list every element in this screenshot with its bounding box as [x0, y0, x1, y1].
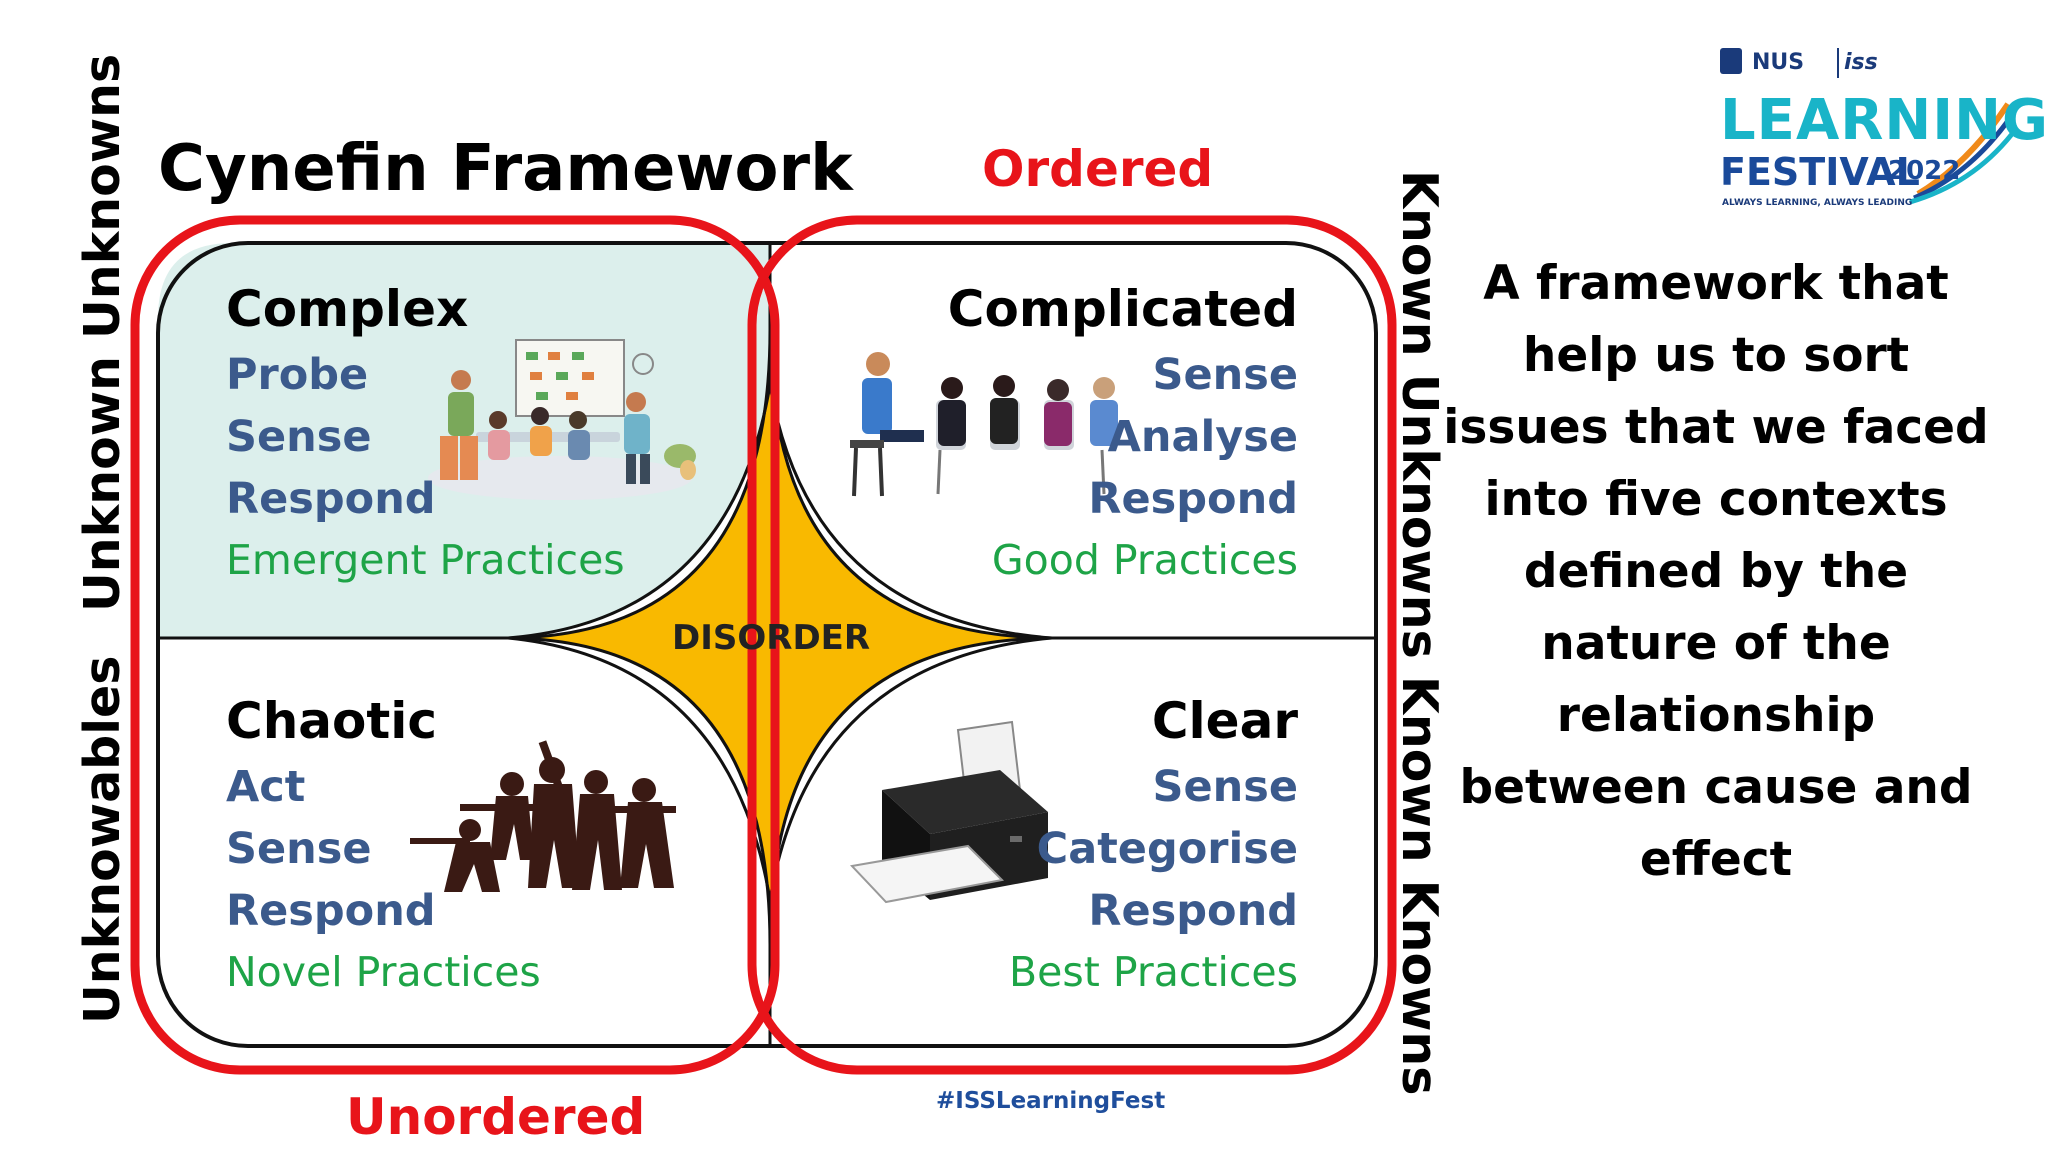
unordered-outline: [130, 215, 780, 1075]
chaotic-practice: Novel Practices: [226, 948, 541, 996]
clear-title: Clear: [1151, 692, 1298, 750]
logo-nus: NUS: [1752, 50, 1805, 75]
complex-title: Complex: [226, 280, 469, 338]
complicated-arc: [768, 384, 1053, 640]
clear-step-3: Respond: [1088, 886, 1298, 936]
unknown-unknowns-label: Unknown Unknowns: [74, 53, 131, 612]
complex-step-2: Sense: [226, 412, 372, 462]
complicated-step-2: Analyse: [1107, 412, 1298, 462]
logo-festival: FESTIVAL: [1720, 150, 1920, 194]
chaotic-step-1: Act: [226, 762, 306, 812]
unordered-label: Unordered: [346, 1088, 646, 1146]
clear-arc: [768, 636, 1053, 901]
framework-description: A framework that help us to sort issues …: [1443, 256, 1989, 887]
consultation-illustration: [850, 352, 1118, 497]
clear-step-2: Categorise: [1036, 824, 1298, 874]
complicated-step-3: Respond: [1088, 474, 1298, 524]
soldiers-silhouette-illustration: [410, 740, 676, 892]
learning-festival-logo: [1718, 44, 2014, 214]
complicated-practice: Good Practices: [991, 536, 1298, 584]
ordered-label: Ordered: [982, 140, 1214, 198]
logo-iss: iss: [1844, 50, 1878, 75]
ordered-outline: [747, 215, 1397, 1075]
complicated-title: Complicated: [947, 280, 1298, 338]
complex-step-3: Respond: [226, 474, 436, 524]
logo-tagline: ALWAYS LEARNING, ALWAYS LEADING: [1722, 198, 1913, 208]
logo-year: 2022: [1888, 156, 1961, 186]
complicated-step-1: Sense: [1152, 350, 1298, 400]
complex-step-1: Probe: [226, 350, 369, 400]
page-title: Cynefin Framework: [158, 132, 853, 206]
logo-swoosh-icon: [1720, 48, 2014, 205]
hashtag: #ISSLearningFest: [936, 1088, 1166, 1114]
chaotic-title: Chaotic: [226, 692, 438, 750]
clear-practice: Best Practices: [1009, 948, 1298, 996]
complex-practice: Emergent Practices: [226, 536, 625, 584]
printer-illustration: [849, 720, 1048, 904]
clear-step-1: Sense: [1152, 762, 1298, 812]
team-meeting-illustration: [428, 339, 696, 500]
logo-learning: LEARNING: [1720, 88, 2048, 153]
unknowables-label: Unknowables: [74, 655, 131, 1024]
disorder-label: DISORDER: [672, 618, 871, 658]
framework-frame: [156, 241, 1378, 1048]
chaotic-step-3: Respond: [226, 886, 436, 936]
chaotic-step-2: Sense: [226, 824, 372, 874]
